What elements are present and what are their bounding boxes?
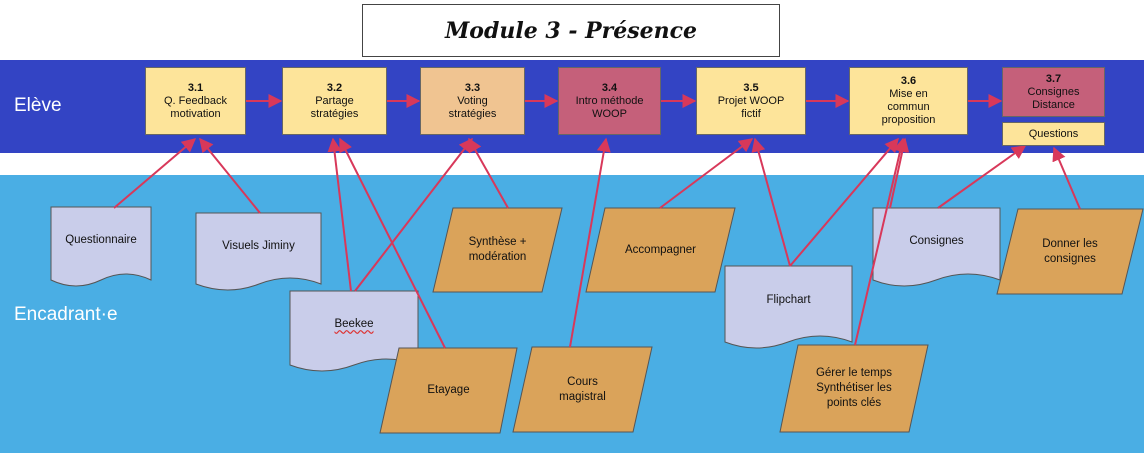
arrow-beekee-3.3 (354, 137, 473, 292)
encadrant-lane-label: Encadrant·e (14, 304, 118, 325)
step-3-6: 3.6 Mise en commun proposition (849, 67, 968, 135)
step-label: Projet WOOP fictif (717, 94, 785, 120)
diagram-title: Module 3 - Présence (362, 4, 780, 57)
act-etayage: Etayage (427, 384, 470, 396)
arrow-gerer-3.6 (854, 137, 907, 346)
beekee-label: Beekee (334, 317, 374, 330)
act-shape-accompagner (585, 207, 736, 293)
step-label: Voting stratégies (448, 94, 497, 120)
eleve-lane-label: Elève (14, 95, 62, 116)
step-3-7: 3.7 Consignes Distance (1002, 67, 1105, 117)
step-number: 3.4 (601, 81, 618, 94)
step-number: 3.2 (326, 81, 343, 94)
step-label: Consignes Distance (1027, 85, 1080, 111)
doc-shape-visuels (195, 212, 322, 291)
doc-consignes: Consignes (909, 234, 964, 247)
arrow-visuels-3.1 (199, 137, 261, 214)
arrow-donner-questions (1052, 146, 1081, 210)
doc-visuels-jiminy: Visuels Jiminy (222, 239, 295, 252)
doc-shape-flipchart (724, 265, 853, 349)
step-label: Partage stratégies (310, 94, 359, 120)
act-gerer-temps: Gérer le temps Synthétiser les points cl… (815, 367, 893, 409)
doc-shape-questionnaire (50, 206, 152, 287)
questions-label: Questions (1028, 127, 1079, 140)
doc-beekee: Beekee (290, 291, 418, 357)
step-number: 3.5 (743, 81, 759, 94)
arrow-flipchart-3.5 (751, 137, 791, 267)
step-3-5: 3.5 Projet WOOP fictif (696, 67, 806, 135)
step-number: 3.1 (187, 81, 204, 94)
step-label: Mise en commun proposition (881, 88, 936, 126)
questions-box: Questions (1002, 122, 1105, 146)
arrow-questionnaire-3.1 (113, 138, 197, 209)
arrow-cours-3.4 (569, 137, 611, 348)
act-synthese-moderation: Synthèse + modération (468, 236, 527, 263)
step-number: 3.7 (1045, 72, 1062, 85)
step-3-3: 3.3 Voting stratégies (420, 67, 525, 135)
act-shape-synthese (432, 207, 563, 293)
step-3-4: 3.4 Intro méthode WOOP (558, 67, 661, 135)
arrow-consignes-3.6 (889, 137, 910, 209)
arrow-accompagner-3.5 (659, 138, 754, 209)
arrow-beekee-3.2 (327, 137, 352, 292)
step-label: Q. Feedback motivation (164, 94, 227, 120)
step-label: Intro méthode WOOP (575, 94, 644, 120)
act-shape-etayage (379, 347, 518, 434)
act-donner-consignes: Donner les consignes (1042, 237, 1098, 265)
step-3-2: 3.2 Partage stratégies (282, 67, 387, 135)
act-cours-magistral: Cours magistral (559, 375, 606, 403)
doc-flipchart: Flipchart (766, 293, 811, 306)
arrow-flipchart-3.6 (789, 137, 899, 267)
doc-shape-consignes (872, 207, 1001, 287)
arrow-synthese-3.3 (468, 137, 509, 209)
act-accompagner: Accompagner (625, 243, 696, 256)
act-shape-gerer (779, 344, 929, 433)
step-number: 3.6 (900, 75, 917, 87)
step-number: 3.3 (464, 81, 481, 94)
act-shape-cours (512, 346, 653, 433)
step-3-1: 3.1 Q. Feedback motivation (145, 67, 246, 135)
doc-questionnaire: Questionnaire (65, 233, 137, 246)
arrow-consignes-3.7 (937, 145, 1027, 209)
act-shape-donner (996, 208, 1144, 295)
arrow-etayage-3.2 (339, 137, 446, 349)
